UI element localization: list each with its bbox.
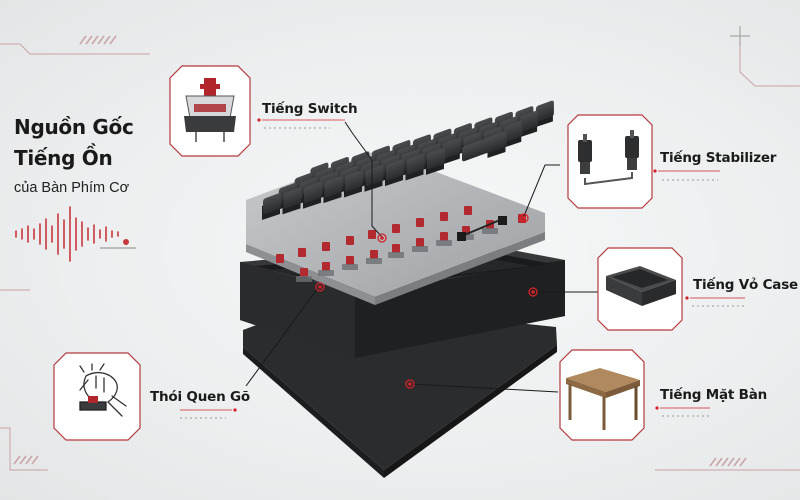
- switch-label: Tiếng Switch: [262, 101, 358, 117]
- keycaps: [262, 100, 554, 220]
- keycap: [262, 193, 281, 220]
- keycap: [323, 176, 343, 204]
- desk-icon: [566, 368, 640, 430]
- keycap: [441, 137, 461, 165]
- connector-dots: [315, 213, 538, 389]
- stabilizer-icon: [578, 130, 639, 186]
- desk-label: Tiếng Mặt Bàn: [660, 387, 768, 403]
- keycap: [519, 110, 539, 138]
- case-label: Tiếng Vỏ Case: [693, 277, 798, 293]
- keycap: [405, 153, 425, 181]
- wide-keycap: [462, 133, 500, 162]
- keycap: [344, 170, 363, 198]
- keycap: [385, 159, 404, 187]
- label-underlines: [180, 118, 745, 412]
- keycap: [426, 148, 445, 175]
- typing-hand-icon: [79, 363, 127, 417]
- hatch-decoration: [13, 35, 747, 467]
- title-line-1: Nguồn Gốc: [14, 115, 134, 139]
- dash-trim: [180, 127, 745, 419]
- title-subtitle: của Bàn Phím Cơ: [14, 180, 130, 196]
- keycap: [303, 181, 322, 209]
- decorative-frame: [0, 26, 800, 471]
- case-icon: [606, 266, 676, 306]
- connectors: [245, 121, 598, 393]
- keycap: [534, 100, 554, 128]
- page-title: Nguồn Gốc Tiếng Ồn của Bàn Phím Cơ: [14, 112, 134, 196]
- keycap: [364, 165, 384, 192]
- keycap: [503, 120, 523, 148]
- keyboard-illustration: [240, 100, 565, 478]
- title-line-2: Tiếng Ồn: [14, 146, 113, 170]
- switch-icon: [184, 78, 236, 142]
- sound-wave-icon: [15, 206, 119, 262]
- habit-label: Thói Quen Gõ: [150, 389, 250, 405]
- stabilizer-label: Tiếng Stabilizer: [660, 150, 777, 166]
- keycap: [282, 187, 302, 215]
